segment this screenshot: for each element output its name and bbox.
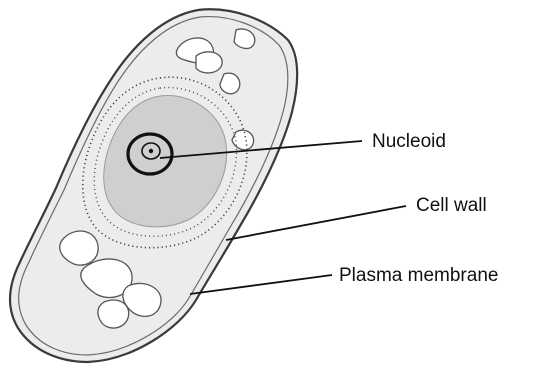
nucleoid-label: Nucleoid [372,132,446,151]
plasma-membrane-label: Plasma membrane [339,266,498,285]
cell-wall-label: Cell wall [416,196,487,215]
cell-wall-leader-line [226,206,406,240]
nucleoid-dot [149,149,153,153]
plasma-membrane-leader-line [190,275,332,294]
